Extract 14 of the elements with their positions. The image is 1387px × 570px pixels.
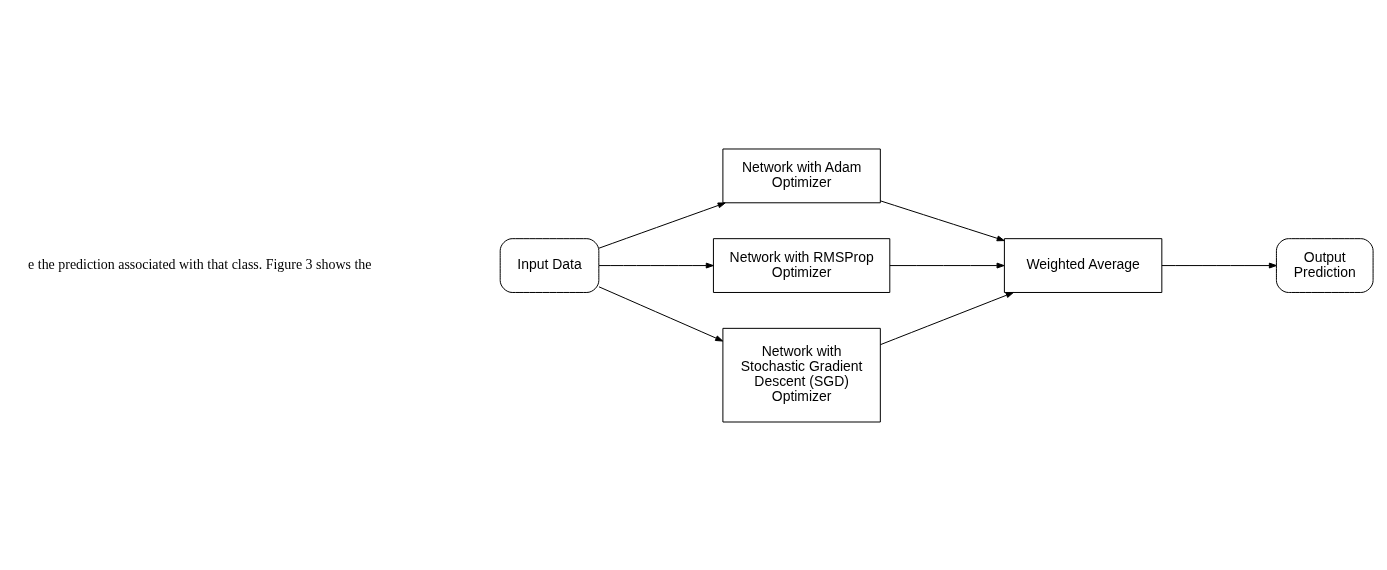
node-box: Network with Adam Optimizer	[722, 148, 881, 203]
node-box: Network with RMSProp Optimizer	[712, 237, 891, 293]
label: e the prediction associated with that class. Figure 3 shows the	[28, 256, 372, 272]
node-box: Input Data	[499, 237, 600, 293]
node-box: Network with Stochastic Gradient Descent (SGD) Optimizer	[722, 327, 881, 422]
node-box: Weighted Average	[1003, 237, 1163, 293]
arrow	[889, 262, 1005, 268]
arrow	[879, 199, 1005, 241]
node-box: Output Prediction	[1275, 237, 1374, 293]
arrow	[598, 262, 714, 268]
arrow	[598, 201, 726, 249]
arrow	[879, 291, 1014, 345]
arrow	[1161, 262, 1277, 268]
arrow	[598, 285, 724, 342]
